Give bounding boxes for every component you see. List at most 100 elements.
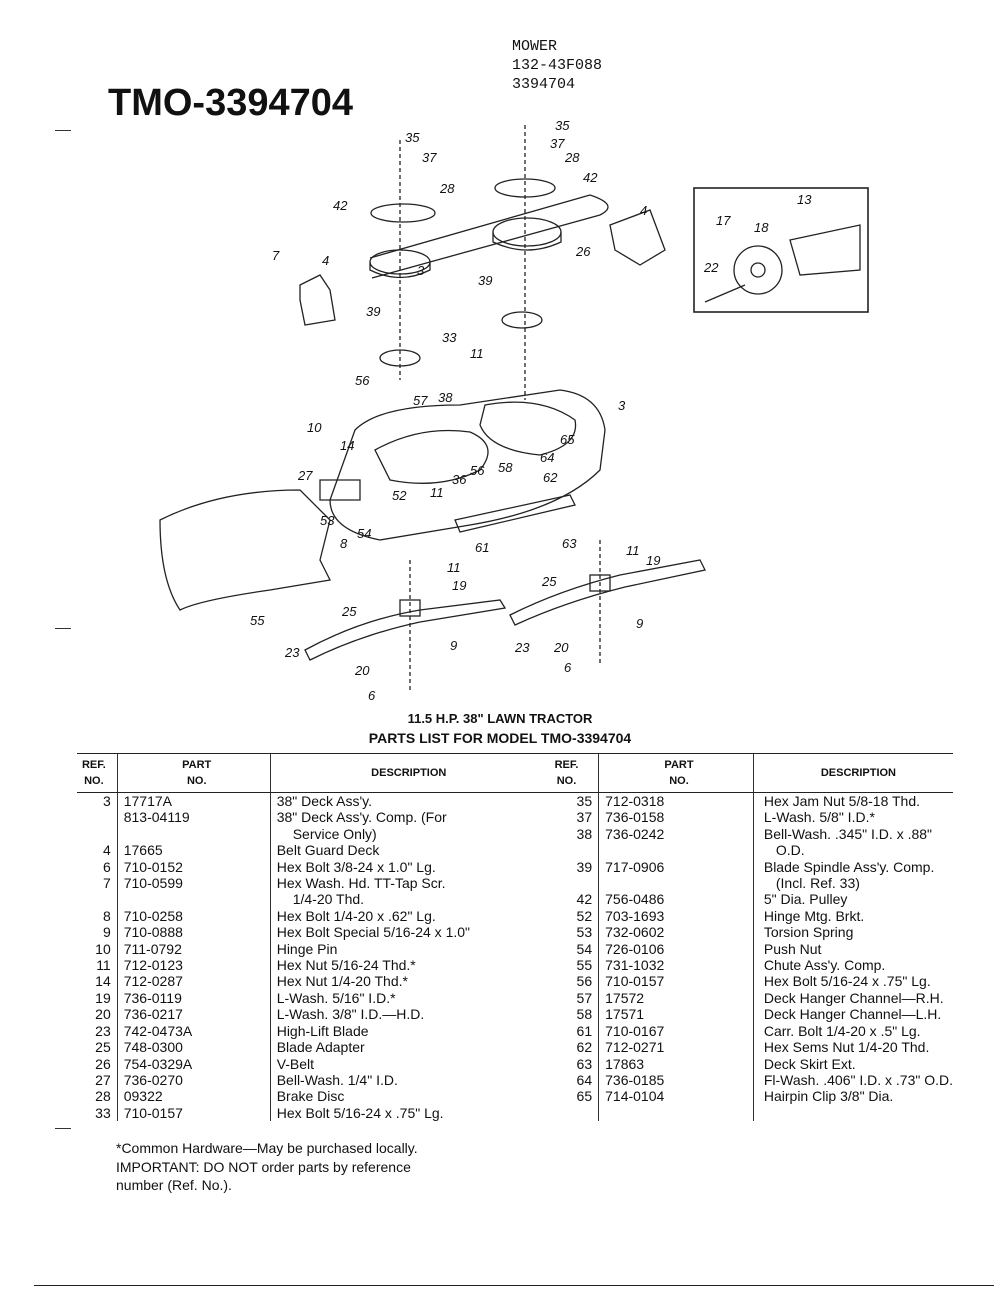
- svg-text:14: 14: [340, 438, 354, 453]
- description-cell: O.D.: [752, 842, 953, 859]
- svg-text:28: 28: [564, 150, 580, 165]
- description-cell: Push Nut: [752, 940, 953, 958]
- part-no-cell: [598, 875, 754, 892]
- margin-mark: [55, 130, 71, 131]
- ref-no-cell: [77, 891, 117, 907]
- ref-no-cell: 64: [576, 1071, 593, 1088]
- ref-no-cell: 38: [576, 825, 593, 842]
- svg-text:19: 19: [646, 553, 660, 568]
- description-cell: Fl-Wash. .406" I.D. x .73" O.D.: [752, 1071, 953, 1089]
- part-no-cell: [116, 825, 271, 843]
- model-title: TMO-3394704: [108, 82, 354, 124]
- description-cell: L-Wash. 3/8" I.D.—H.D.: [269, 1006, 541, 1023]
- ref-no-cell: 11: [96, 957, 111, 974]
- part-no-cell: 754-0329A: [116, 1055, 271, 1072]
- svg-text:9: 9: [450, 638, 457, 653]
- description-cell: Brake Disc: [269, 1088, 541, 1105]
- ref-no-cell: 33: [95, 1104, 111, 1121]
- ref-no-cell: 19: [95, 989, 111, 1006]
- svg-text:10: 10: [307, 420, 322, 435]
- notes: *Common Hardware—May be purchased locall…: [116, 1139, 418, 1195]
- svg-text:64: 64: [540, 450, 554, 465]
- svg-text:8: 8: [340, 536, 348, 551]
- description-cell: Service Only): [269, 825, 541, 843]
- part-no-cell: 710-0167: [598, 1022, 754, 1040]
- mower-model-code: 132-43F088: [512, 57, 603, 74]
- part-no-cell: 748-0300: [116, 1039, 271, 1056]
- part-no-cell: 710-0258: [116, 907, 271, 925]
- ref-no-cell: 53: [576, 924, 593, 941]
- part-no-cell: 732-0602: [598, 924, 754, 941]
- part-no-cell: 742-0473A: [116, 1022, 271, 1040]
- mower-model-number: 3394704: [512, 76, 576, 93]
- part-no-cell: 17572: [598, 989, 754, 1007]
- svg-text:56: 56: [355, 373, 370, 388]
- part-no-cell: 736-0217: [116, 1006, 271, 1023]
- svg-text:28: 28: [439, 181, 455, 196]
- svg-text:58: 58: [498, 460, 513, 475]
- part-no-cell: 731-1032: [598, 957, 754, 974]
- ref-no-cell: 55: [576, 957, 593, 974]
- svg-text:53: 53: [320, 513, 335, 528]
- svg-text:25: 25: [541, 574, 557, 589]
- svg-text:11: 11: [447, 560, 461, 575]
- parts-list-title: PARTS LIST FOR MODEL TMO-3394704: [368, 730, 632, 746]
- description-cell: Bell-Wash. 1/4" I.D.: [269, 1071, 541, 1089]
- svg-text:38: 38: [438, 390, 453, 405]
- ref-no-cell: 35: [576, 793, 593, 809]
- description-cell: 38" Deck Ass'y.: [269, 792, 541, 810]
- note-important: IMPORTANT: DO NOT order parts by referen…: [116, 1158, 411, 1175]
- svg-text:55: 55: [250, 613, 265, 628]
- ref-no-cell: 52: [576, 907, 593, 924]
- part-no-cell: 714-0104: [598, 1088, 754, 1105]
- svg-text:23: 23: [514, 640, 530, 655]
- ref-no-cell: 56: [576, 973, 593, 990]
- ref-no-cell: [541, 875, 599, 891]
- part-no-cell: 710-0157: [116, 1104, 271, 1122]
- ref-no-cell: 20: [95, 1006, 111, 1023]
- svg-text:37: 37: [422, 150, 437, 165]
- ref-no-cell: 9: [102, 924, 111, 941]
- svg-text:36: 36: [452, 472, 467, 487]
- bottom-rule: [34, 1285, 994, 1286]
- svg-text:7: 7: [272, 248, 280, 263]
- part-no-cell: 17863: [598, 1055, 754, 1072]
- description-cell: Hex Bolt Special 5/16-24 x 1.0": [269, 924, 541, 941]
- note-reference: number (Ref. No.).: [116, 1177, 232, 1193]
- svg-text:63: 63: [562, 536, 577, 551]
- header-ref-no: REF.NO.: [77, 753, 118, 793]
- ref-no-cell: 58: [576, 1006, 593, 1023]
- svg-text:62: 62: [543, 470, 558, 485]
- ref-no-cell: 28: [95, 1088, 111, 1105]
- description-cell: Hinge Mtg. Brkt.: [752, 907, 953, 925]
- part-no-cell: 813-04119: [116, 809, 271, 826]
- svg-text:17: 17: [716, 213, 731, 228]
- svg-text:11: 11: [430, 485, 444, 500]
- description-cell: Bell-Wash. .345" I.D. x .88": [752, 825, 953, 843]
- margin-mark: [55, 1128, 71, 1129]
- description-cell: Hex Jam Nut 5/8-18 Thd.: [752, 792, 953, 810]
- svg-text:35: 35: [405, 130, 420, 145]
- svg-text:26: 26: [575, 244, 591, 259]
- svg-text:18: 18: [754, 220, 769, 235]
- model-subtitle: 11.5 H.P. 38" LAWN TRACTOR: [407, 711, 593, 726]
- part-no-cell: 736-0158: [598, 809, 754, 826]
- part-no-cell: 712-0287: [116, 973, 271, 990]
- header-description-2: DESCRIPTION: [752, 753, 953, 793]
- description-cell: Hex Nut 1/4-20 Thd.*: [269, 973, 541, 990]
- svg-text:25: 25: [341, 604, 357, 619]
- header-ref-no-2: REF.NO.: [540, 753, 599, 793]
- svg-text:3: 3: [618, 398, 626, 413]
- part-no-cell: [598, 842, 754, 859]
- svg-text:11: 11: [470, 346, 484, 361]
